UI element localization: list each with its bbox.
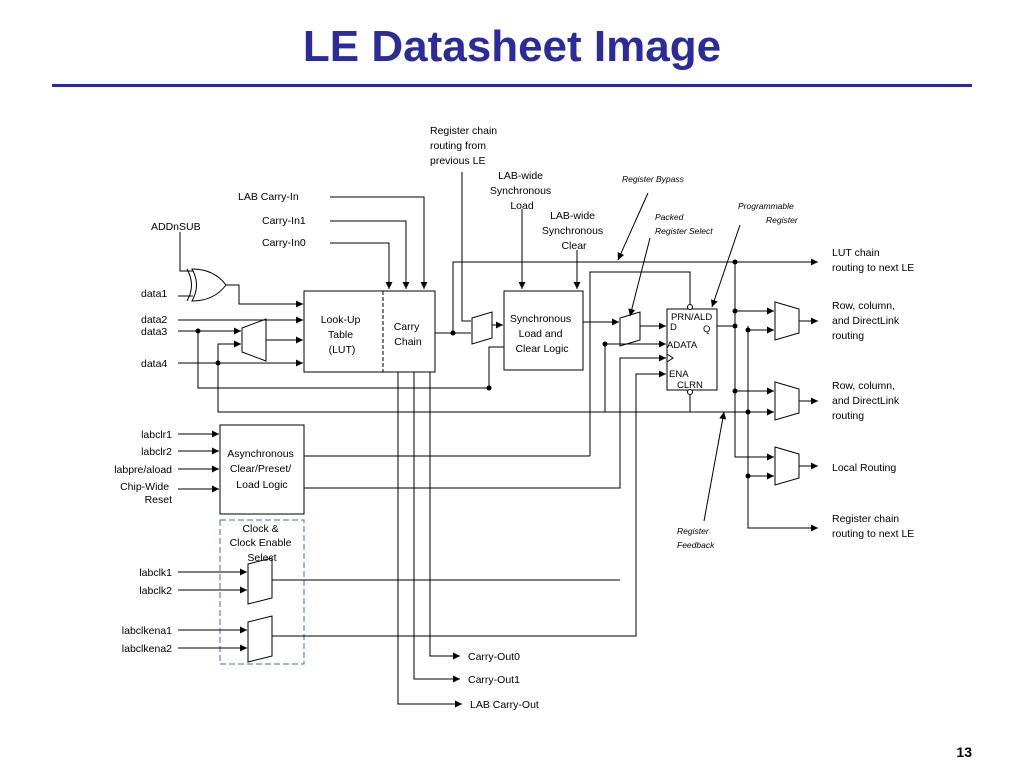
row-column-routing-1-label: Row, column, and DirectLink routing	[832, 300, 902, 342]
labclr2-label: labclr2	[141, 446, 172, 458]
clock-select-box	[219, 519, 305, 665]
junction-dot	[732, 388, 738, 394]
labpre-aload-label: labpre/aload	[114, 464, 172, 476]
labclr1-label: labclr1	[141, 429, 172, 441]
carry-in1-label: Carry-In1	[262, 215, 306, 227]
data4-label: data4	[141, 358, 167, 370]
labclk1-label: labclk1	[139, 567, 172, 579]
junction-dot	[732, 259, 738, 265]
carry-out0-label: Carry-Out0	[468, 651, 520, 663]
mux-clock	[247, 557, 273, 605]
mux-clock-enable	[247, 615, 273, 663]
title-underline	[52, 84, 972, 87]
register-bypass-label: Register Bypass	[622, 174, 685, 184]
local-routing-label: Local Routing	[832, 462, 896, 474]
labclk2-label: labclk2	[139, 585, 172, 597]
page-number: 13	[956, 744, 972, 760]
sync-load-label: Synchronous Load and Clear Logic	[510, 313, 574, 355]
mux-register-chain	[471, 311, 493, 345]
register-prn-ald-label: PRN/ALD	[671, 312, 712, 323]
carry-chain-label: Carry Chain	[394, 321, 423, 348]
junction-dot	[195, 328, 201, 334]
data1-label: data1	[141, 288, 167, 300]
mux-local	[774, 446, 800, 486]
labclkena2-label: labclkena2	[122, 643, 172, 655]
junction-dot	[486, 385, 492, 391]
data3-label: data3	[141, 326, 167, 338]
slide-title: LE Datasheet Image	[302, 22, 722, 71]
junction-dot	[745, 409, 751, 415]
register-q-label: Q	[703, 324, 710, 335]
junction-dot	[732, 308, 738, 314]
async-logic-block	[219, 424, 305, 515]
lut-block	[303, 290, 436, 373]
sync-load-clear-block	[503, 290, 584, 371]
lab-carry-out-label: LAB Carry-Out	[470, 699, 539, 711]
lab-wide-sync-clear-label: LAB-wide Synchronous Clear	[542, 210, 606, 252]
data2-label: data2	[141, 314, 167, 326]
register-prn-bubble	[687, 304, 693, 310]
junction-dot	[602, 341, 608, 347]
register-feedback-label: Register Feedback	[677, 526, 715, 550]
clock-select-label: Clock & Clock Enable Select	[230, 523, 295, 564]
register-block	[666, 308, 718, 391]
programmable-register-label: Programmable Register	[738, 201, 799, 225]
junction-dot	[745, 327, 751, 333]
async-logic-label: Asynchronous Clear/Preset/ Load Logic	[227, 448, 296, 491]
lab-carry-in-label: LAB Carry-In	[238, 191, 299, 203]
junction-dot	[215, 360, 221, 366]
packed-register-select-label: Packed Register Select	[655, 212, 713, 236]
mux-route-2	[774, 381, 800, 421]
register-d-label: D	[670, 322, 677, 333]
register-clock-triangle	[666, 353, 674, 363]
lut-chain-out-label: LUT chain routing to next LE	[832, 247, 914, 274]
register-ena-label: ENA	[669, 369, 689, 380]
chip-wide-reset-label: Chip-Wide Reset	[120, 481, 172, 506]
row-column-routing-2-label: Row, column, and DirectLink routing	[832, 380, 902, 422]
carry-in0-label: Carry-In0	[262, 237, 306, 249]
junction-dot	[450, 330, 456, 336]
junction-dot	[732, 323, 738, 329]
register-clrn-label: CLRN	[677, 380, 703, 391]
addnsub-label: ADDnSUB	[151, 221, 201, 233]
register-clrn-bubble	[687, 389, 693, 395]
mux-data3-data4	[241, 318, 267, 362]
labclkena1-label: labclkena1	[122, 625, 172, 637]
register-chain-in-label: Register chain routing from previous LE	[430, 125, 500, 167]
register-chain-out-label: Register chain routing to next LE	[832, 513, 914, 540]
mux-route-1	[774, 301, 800, 341]
junction-dot	[745, 473, 751, 479]
lut-label: Look-Up Table (LUT)	[321, 314, 364, 356]
lab-wide-sync-load-label: LAB-wide Synchronous Load	[490, 170, 554, 212]
xor-gate	[191, 268, 227, 302]
mux-packed-select	[619, 311, 641, 347]
carry-out1-label: Carry-Out1	[468, 674, 520, 686]
xor-gate-back-curve	[186, 268, 192, 302]
register-adata-label: ADATA	[667, 340, 698, 351]
